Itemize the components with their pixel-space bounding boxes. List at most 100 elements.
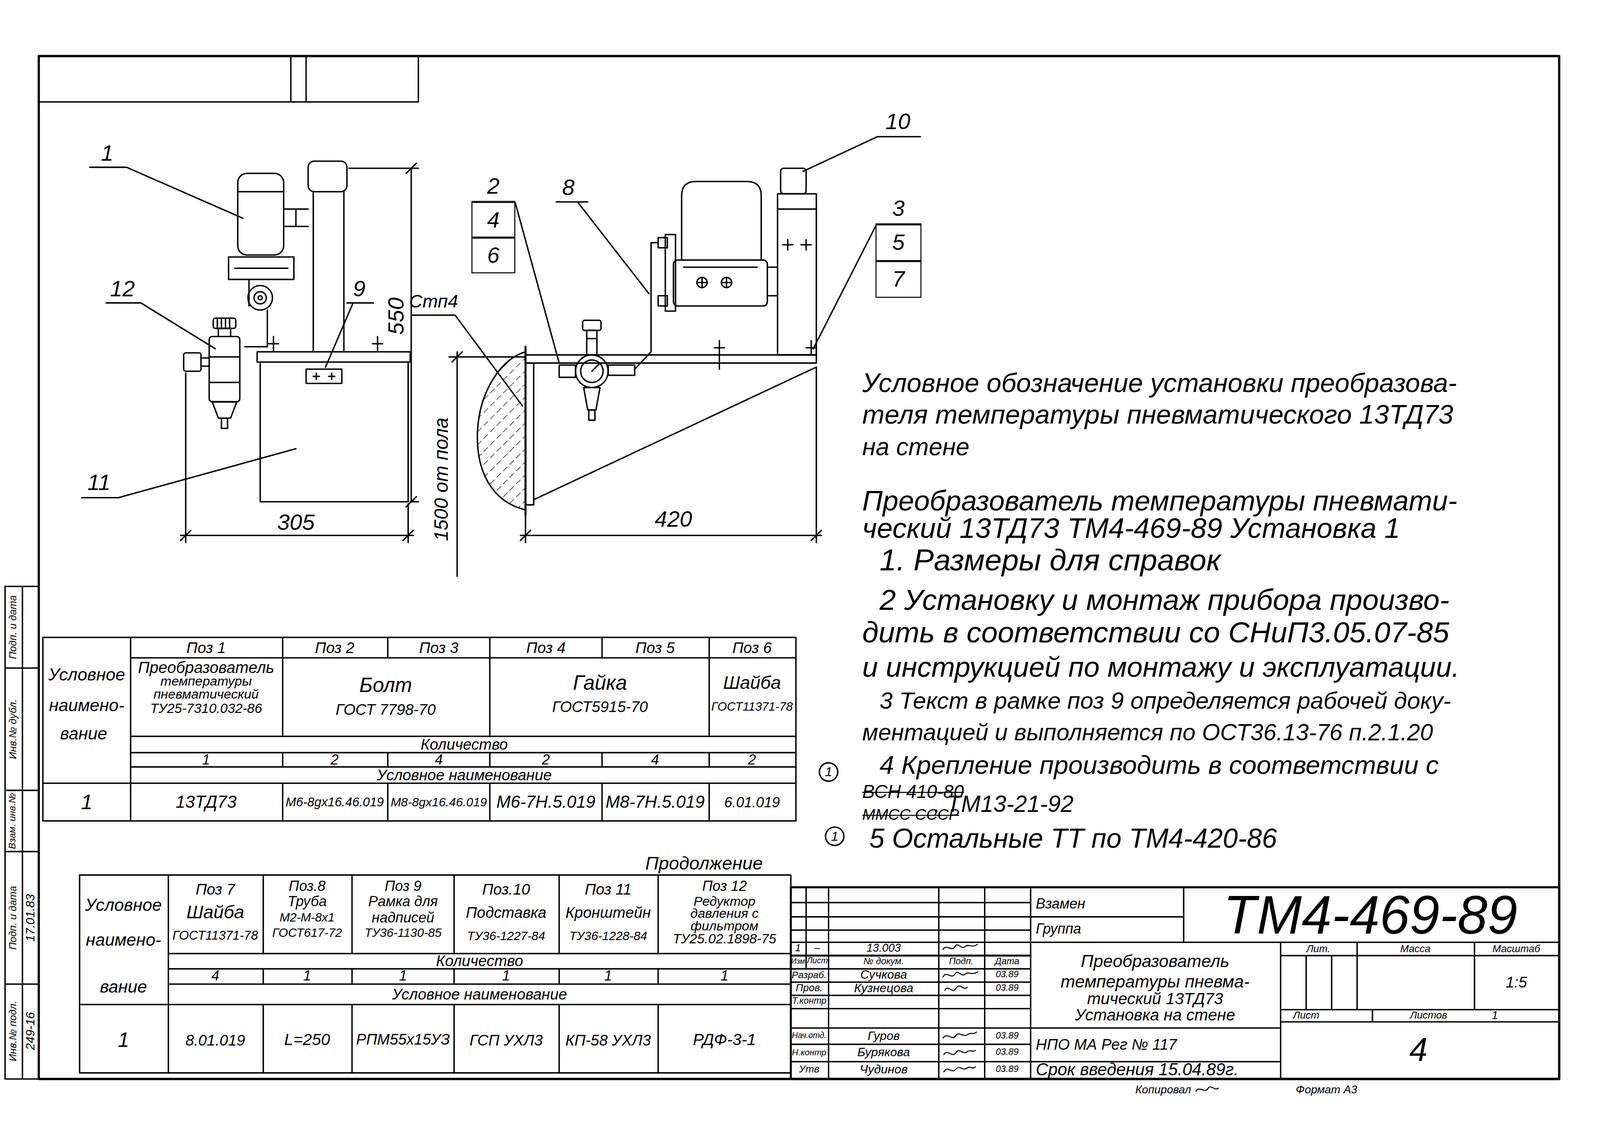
callout-number: 2 <box>487 175 500 198</box>
title-block-text: Чудинов <box>859 1063 908 1077</box>
stamp-text: 17.01.83 <box>24 894 38 943</box>
note-text: ментацией и выполняется по ОСТ36.13-76 п… <box>862 720 1434 745</box>
table-cell: надписей <box>371 910 435 926</box>
stamp-text: Инв.№ дубл. <box>7 699 19 760</box>
title-block-text: Утв <box>799 1064 820 1076</box>
callout-number: 1 <box>100 141 114 165</box>
note-text: 4 Крепление производить в соответствии с <box>879 751 1439 779</box>
table-cell: ТУ25-7310.032-86 <box>150 701 263 716</box>
title-block-text: Разраб. <box>791 970 827 981</box>
side-view <box>412 136 921 577</box>
table-cell: Поз.10 <box>482 881 531 898</box>
table-cell: Поз 5 <box>635 639 676 656</box>
title-block-text: 03.89 <box>995 1031 1019 1042</box>
title-block-text: 03.89 <box>995 1065 1019 1076</box>
table-cell: Поз 6 <box>732 639 772 656</box>
table-cell: 4 <box>651 752 660 768</box>
table-cell: Труба <box>287 894 327 910</box>
table-cell: Поз.8 <box>288 878 326 894</box>
table-cell: Поз 2 <box>314 639 355 656</box>
note-text: дить в соответствии со СНиП3.05.07-85 <box>862 616 1450 649</box>
title-block-text: Нач.отд. <box>792 1032 827 1042</box>
title-block-text: Лит. <box>1306 944 1331 956</box>
table-cell: Шайба <box>186 903 245 923</box>
note-text: на стене <box>862 433 970 460</box>
title-block-text: Преобразователь <box>1081 952 1230 971</box>
revision-circle <box>819 762 839 782</box>
revision-circle <box>825 827 845 846</box>
callout-number: 12 <box>110 276 136 301</box>
table-cell: М6-7Н.5.019 <box>496 793 596 813</box>
title-block-text: Листов <box>1409 1010 1448 1022</box>
table-cell: 1 <box>80 792 92 814</box>
table-cell: 2 <box>542 752 551 768</box>
table-cell: ГОСТ11371-78 <box>711 700 793 714</box>
table-cell: РПМ55х15УЗ <box>356 1032 451 1049</box>
table-cell: Поз 1 <box>186 639 226 656</box>
table-cell: 13ТД73 <box>175 793 237 812</box>
dimension-text: 1500 от пола <box>431 417 453 542</box>
table-cell: 1 <box>202 752 210 768</box>
table-cell: наимено- <box>85 931 162 950</box>
title-block-text: Лист <box>806 957 828 966</box>
table-cell: М2-М-8х1 <box>279 911 335 925</box>
title-block-text: температуры пневма- <box>1060 973 1250 992</box>
callout-number: 6 <box>487 244 500 267</box>
table-cell: пневматический <box>153 687 259 702</box>
table-cell: Поз 3 <box>419 639 459 656</box>
sheet-frame <box>38 56 1560 1080</box>
table-cell: вание <box>99 978 148 997</box>
callout-number: 5 <box>892 231 905 254</box>
title-block-text: 13.003 <box>866 942 901 955</box>
table-cell: ГСП УХЛ3 <box>469 1032 544 1049</box>
table-cell: 1 <box>399 968 407 984</box>
table-cell: 4 <box>434 752 443 768</box>
table-cell: вание <box>59 725 108 744</box>
table-cell: Поз 11 <box>584 881 632 898</box>
title-block-text: Установка на стене <box>1075 1007 1236 1025</box>
table-cell: Условное <box>85 896 162 915</box>
table-cell: 4 <box>211 968 220 984</box>
title-block-text: Кузнецова <box>853 982 913 996</box>
spec-table <box>79 875 791 1074</box>
callout-number: 3 <box>892 197 905 220</box>
title-block-text: 1:5 <box>1505 974 1528 991</box>
table-cell: температуры <box>160 674 252 689</box>
table-cell: Количество <box>435 952 524 970</box>
table-cell: Шайба <box>722 673 781 693</box>
dimension-text: 550 <box>384 297 408 335</box>
table-cell: 1 <box>604 968 613 984</box>
callout-number: 11 <box>87 470 111 495</box>
side-strip <box>5 586 39 1080</box>
table-cell: Поз 7 <box>195 881 236 898</box>
title-block-text: Т.контр <box>792 996 827 1007</box>
callout-number: 10 <box>885 109 911 134</box>
table-cell: ГОСТ5915-70 <box>551 698 648 715</box>
table-cell: ГОСТ 7798-70 <box>335 701 436 719</box>
title-block-text: Копировал <box>1135 1084 1192 1096</box>
stamp-text: Взам. инв.№ <box>8 793 19 850</box>
note-text: ческий 13ТД73 ТМ4-469-89 Установка 1 <box>862 513 1401 544</box>
table-cell: М6-8gx16.46.019 <box>285 796 385 810</box>
title-block-text: Бурякова <box>857 1046 911 1060</box>
note-text: 1. Размеры для справок <box>879 544 1221 577</box>
title-block-text: Изм <box>790 957 805 966</box>
note-text: 2 Установку и монтаж прибора произво- <box>879 584 1450 616</box>
callout-box: 2 <box>471 171 516 203</box>
title-block-text: Группа <box>1035 921 1082 937</box>
title-block-text: Масса <box>1400 944 1431 956</box>
dimension-text: 305 <box>277 510 315 535</box>
title-block-text: Н.контр <box>792 1048 827 1058</box>
table-cell: 6.01.019 <box>724 795 781 811</box>
table-cell: Количество <box>420 736 509 754</box>
title-block-text: – <box>814 943 820 954</box>
callout-number: 4 <box>487 208 500 231</box>
callout-box: 7 <box>875 261 922 298</box>
table-cell: 2 <box>330 752 339 768</box>
table-cell: ТУ36-1130-85 <box>364 926 442 940</box>
title-block-text: Формат А3 <box>1295 1084 1358 1096</box>
title-block-text: 1 <box>794 943 801 954</box>
table-cell: наимено- <box>49 696 125 715</box>
title-block-text: Срок введения 15.04.89г. <box>1035 1061 1239 1080</box>
title-block-text: Масштаб <box>1492 944 1541 956</box>
